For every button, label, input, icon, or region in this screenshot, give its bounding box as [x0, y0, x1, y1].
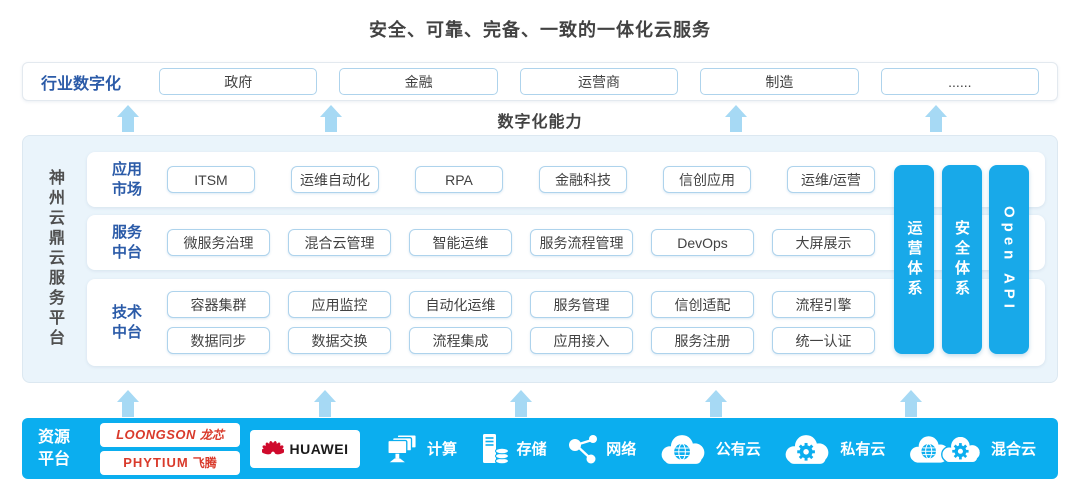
resource-group-label: 公有云	[715, 441, 761, 458]
loongson-wordmark: LOONGSON	[116, 427, 196, 442]
app-market-row: 应用 市场 ITSM 运维自动化 RPA 金融科技 信创应用 运维/运营	[87, 152, 1045, 207]
resource-group-compute: 计算	[386, 432, 457, 466]
industry-row: 行业数字化 政府金融运营商制造......	[22, 62, 1058, 101]
row-label: 服务 中台	[111, 224, 142, 261]
up-arrow-icon	[320, 105, 342, 133]
capability-chip: 数据交换	[288, 327, 391, 354]
resource-group-label: 私有云	[840, 441, 886, 458]
capability-chip: 流程引擎	[772, 291, 875, 318]
tech-chips-line2: 数据同步数据交换流程集成应用接入服务注册统一认证	[167, 327, 875, 354]
capability-chip: 数据同步	[167, 327, 270, 354]
resource-group-private-cloud: 私有云	[781, 432, 885, 466]
huawei-logo: HUAWEI	[250, 429, 360, 468]
capability-chip: 服务流程管理	[530, 229, 633, 256]
capability-chip: 统一认证	[772, 327, 875, 354]
resource-bar: 资源 平台 LOONGSON 龙芯 PHYTIUM 飞腾	[22, 418, 1058, 479]
service-platform-row: 服务 中台 微服务治理混合云管理智能运维服务流程管理 DevOps 大屏展示	[87, 215, 1045, 270]
phytium-logo: PHYTIUM 飞腾	[100, 450, 240, 475]
hybrid-cloud-icon	[910, 435, 982, 463]
resource-group-label: 网络	[606, 441, 637, 458]
up-arrow-icon	[705, 390, 727, 418]
private-cloud-icon	[786, 434, 829, 464]
page-title: 安全、可靠、完备、一致的一体化云服务	[369, 20, 711, 40]
public-cloud-icon	[661, 434, 705, 464]
resource-group-label: 存储	[516, 441, 547, 458]
capability-chip: DevOps	[651, 229, 754, 256]
loongson-logo: LOONGSON 龙芯	[100, 422, 240, 447]
industry-box: 制造	[700, 68, 859, 95]
cpu-vendor-pills: LOONGSON 龙芯 PHYTIUM 飞腾	[100, 422, 240, 475]
pillar-operations: 运营体系	[894, 165, 934, 354]
resource-group-storage: 存储	[478, 432, 547, 466]
capability-chip: 流程集成	[409, 327, 512, 354]
industry-box: 政府	[159, 68, 318, 95]
industry-box: ......	[880, 68, 1040, 95]
resource-groups: 计算 存储	[386, 431, 1036, 467]
resource-group-hybrid-cloud: 混合云	[906, 431, 1036, 467]
capability-chip: 混合云管理	[288, 229, 391, 256]
up-arrow-icon	[117, 105, 139, 133]
industry-boxes: 政府金融运营商制造......	[159, 68, 1040, 95]
capability-chip: 应用监控	[288, 291, 391, 318]
platform-panel: 神州云鼎云服务平台 应用 市场 ITSM 运维自动化 RPA 金融科技 信创应用 运维/运…	[22, 135, 1058, 383]
app-market-chips: ITSM 运维自动化 RPA 金融科技 信创应用 运维/运营	[167, 166, 875, 193]
up-arrow-icon	[117, 390, 139, 418]
capability-chip: 服务管理	[530, 291, 633, 318]
capability-chip: 运维自动化	[291, 166, 379, 193]
resource-group-public-cloud: 公有云	[657, 432, 761, 466]
up-arrow-icon	[900, 390, 922, 418]
capability-chip: 金融科技	[539, 166, 627, 193]
up-arrow-icon	[314, 390, 336, 418]
resource-group-network: 网络	[567, 433, 636, 465]
resource-group-label: 计算	[427, 441, 458, 458]
capability-chip: 大屏展示	[772, 229, 875, 256]
industry-row-label: 行业数字化	[41, 75, 122, 93]
up-arrow-icon	[510, 390, 532, 418]
huawei-wordmark: HUAWEI	[289, 440, 349, 457]
capability-chip: 运维/运营	[787, 166, 875, 193]
phytium-wordmark: PHYTIUM	[123, 455, 189, 470]
capability-chip: 信创适配	[651, 291, 754, 318]
tech-platform-row: 技术 中台 容器集群应用监控自动化运维服务管理信创适配流程引擎 数据同步数据交换…	[87, 279, 1045, 366]
storage-icon	[482, 433, 509, 464]
capability-chip: RPA	[415, 166, 503, 193]
up-arrow-icon	[725, 105, 747, 133]
capability-chip: 应用接入	[530, 327, 633, 354]
service-platform-chips: 微服务治理混合云管理智能运维服务流程管理 DevOps 大屏展示	[167, 229, 875, 256]
capability-chip: 信创应用	[663, 166, 751, 193]
resource-group-label: 混合云	[990, 441, 1036, 458]
compute-icon	[387, 433, 417, 462]
side-pillars: 运营体系 安全体系 Open API	[894, 165, 1029, 354]
phytium-cn-text: 飞腾	[192, 456, 217, 470]
tech-chips-line1: 容器集群应用监控自动化运维服务管理信创适配流程引擎	[167, 291, 875, 318]
network-icon	[569, 434, 598, 463]
row-label: 应用 市场	[111, 161, 142, 198]
capability-chip: 微服务治理	[167, 229, 270, 256]
capability-label: 数字化能力	[497, 114, 583, 131]
platform-side-label: 神州云鼎云服务平台	[46, 169, 63, 349]
pillar-security: 安全体系	[941, 165, 982, 354]
capability-chip: ITSM	[167, 166, 255, 193]
industry-box: 金融	[339, 68, 498, 95]
industry-box: 运营商	[519, 68, 679, 95]
up-arrow-icon	[925, 105, 947, 133]
loongson-cn-text: 龙芯	[199, 428, 224, 442]
row-label: 技术 中台	[111, 304, 142, 341]
capability-chip: 容器集群	[167, 291, 270, 318]
capability-chip: 智能运维	[409, 229, 512, 256]
pillar-open-api: Open API	[989, 165, 1029, 354]
capability-chip: 自动化运维	[409, 291, 512, 318]
tech-platform-chip-lines: 容器集群应用监控自动化运维服务管理信创适配流程引擎 数据同步数据交换流程集成应用…	[167, 291, 875, 354]
capability-chip: 服务注册	[651, 327, 754, 354]
resource-bar-label: 资源 平台	[38, 428, 71, 468]
huawei-flower-icon	[261, 440, 284, 454]
